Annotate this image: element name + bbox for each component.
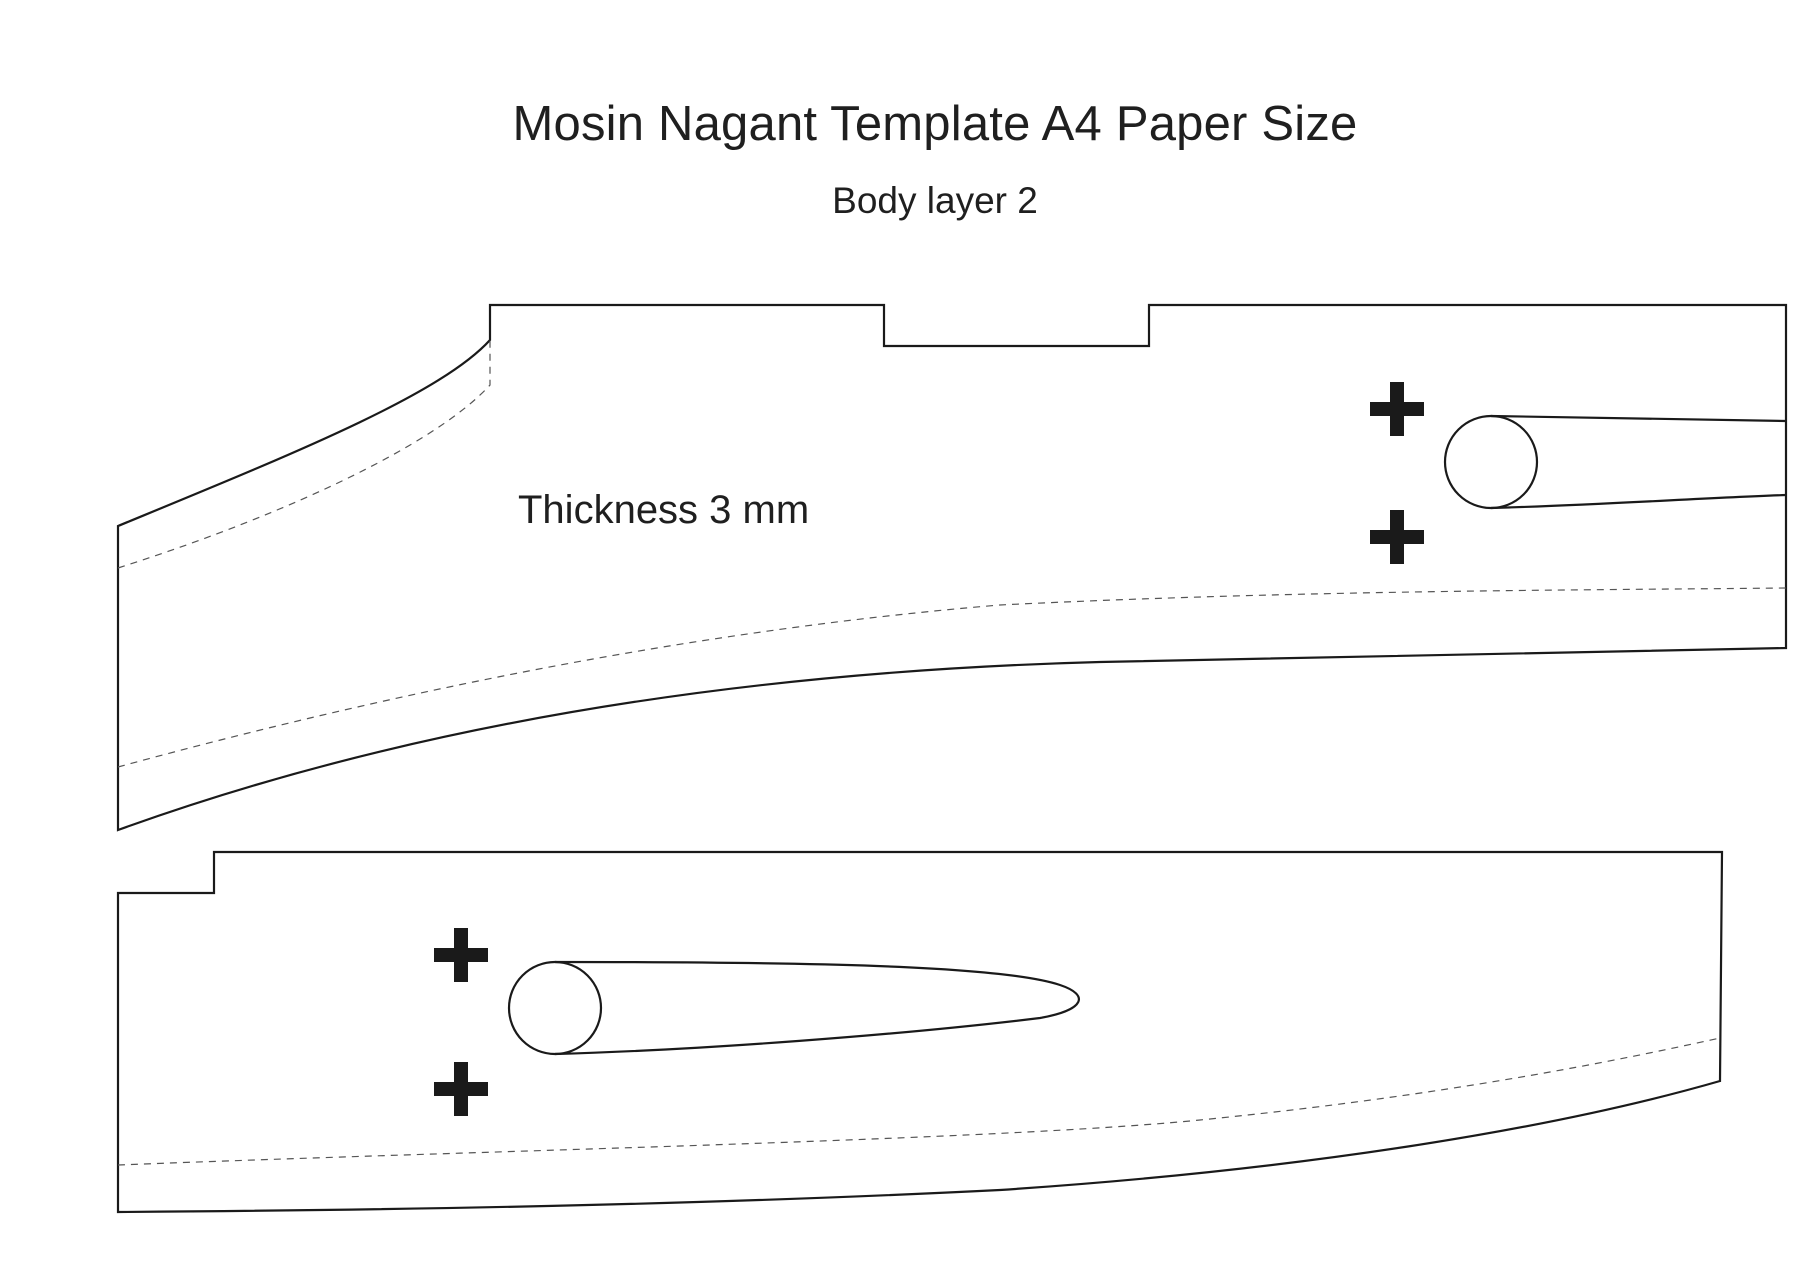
page-title: Mosin Nagant Template A4 Paper Size [512,97,1358,151]
top-piece-outline [116,303,1788,832]
top-piece-slot-outline [1490,414,1787,510]
cross-registration-mark-icon [1370,510,1424,564]
bottom-piece-outline [116,850,1724,1214]
page-subtitle: Body layer 2 [832,180,1038,221]
top-piece-hole [1443,414,1539,510]
cross-registration-mark-icon [434,928,488,982]
top-body-piece [116,303,1788,832]
thickness-label: Thickness 3 mm [518,488,810,532]
bottom-body-piece [116,850,1724,1214]
bottom-piece-hole [507,960,603,1056]
bottom-piece-slot-outline [554,960,1080,1056]
cross-registration-mark-icon [434,1062,488,1116]
cross-registration-mark-icon [1370,382,1424,436]
top-piece-lower-dashed-line [117,587,1787,768]
bottom-piece-dashed-line [117,1037,1721,1166]
top-piece-upper-dashed-line [117,340,491,569]
